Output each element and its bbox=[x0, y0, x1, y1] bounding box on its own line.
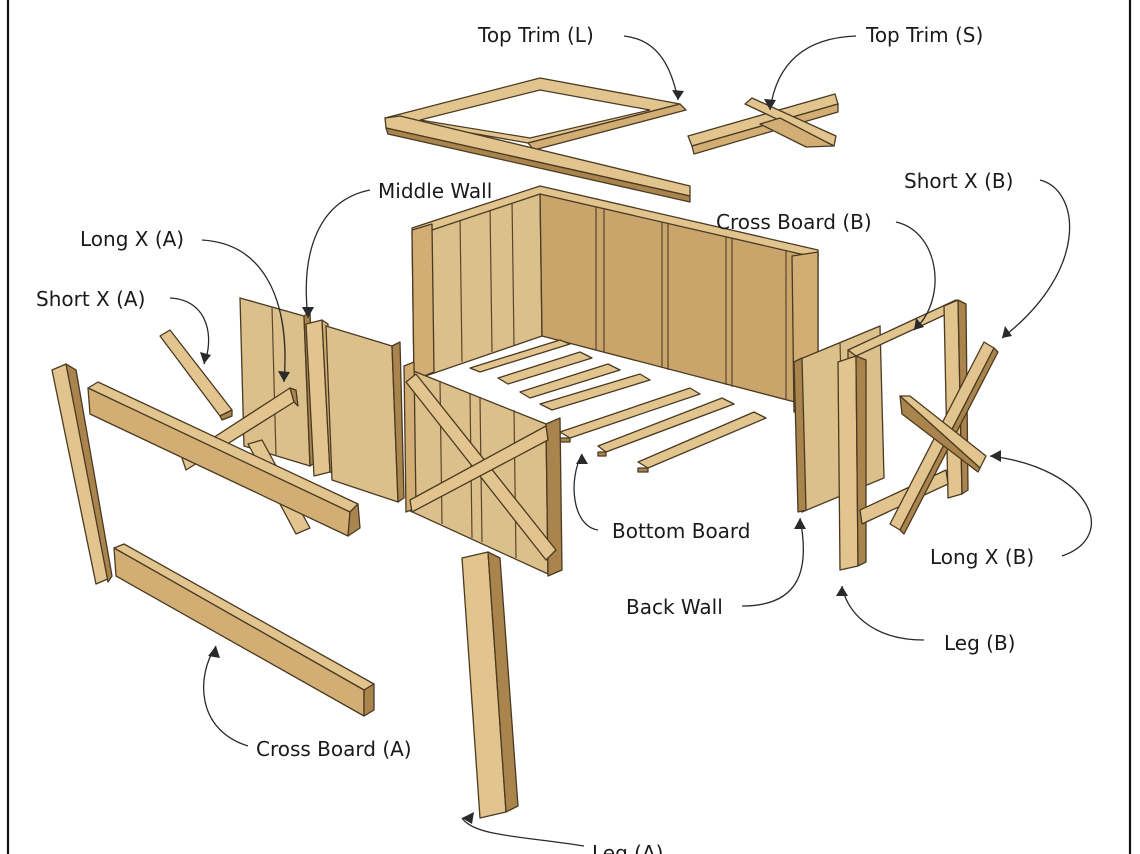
leader-lines bbox=[169, 35, 1092, 847]
leg-a-part bbox=[461, 551, 519, 819]
top-trim-l-part bbox=[384, 77, 691, 203]
label-back-wall: Back Wall bbox=[626, 595, 723, 619]
label-long-x-a: Long X (A) bbox=[80, 227, 184, 251]
short-x-a-part bbox=[159, 329, 233, 421]
label-short-x-b: Short X (B) bbox=[904, 169, 1013, 193]
cross-board-a-upper-part bbox=[87, 381, 361, 537]
label-bottom-board: Bottom Board bbox=[612, 519, 751, 543]
leg-left-part bbox=[51, 363, 113, 585]
label-long-x-b: Long X (B) bbox=[930, 545, 1034, 569]
label-top-trim-s: Top Trim (S) bbox=[865, 23, 983, 47]
label-cross-board-b: Cross Board (B) bbox=[716, 210, 872, 234]
top-trim-s-part bbox=[687, 93, 839, 155]
label-top-trim-l: Top Trim (L) bbox=[477, 23, 594, 47]
box-body-part bbox=[403, 185, 819, 577]
cross-board-a-part bbox=[113, 543, 375, 717]
page-border bbox=[6, 0, 1132, 854]
label-leg-a: Leg (A) bbox=[592, 841, 663, 854]
label-short-x-a: Short X (A) bbox=[36, 287, 145, 311]
label-middle-wall: Middle Wall bbox=[378, 179, 492, 203]
label-cross-board-a: Cross Board (A) bbox=[256, 737, 412, 761]
label-leg-b: Leg (B) bbox=[944, 631, 1015, 655]
x-b-part bbox=[889, 341, 999, 535]
